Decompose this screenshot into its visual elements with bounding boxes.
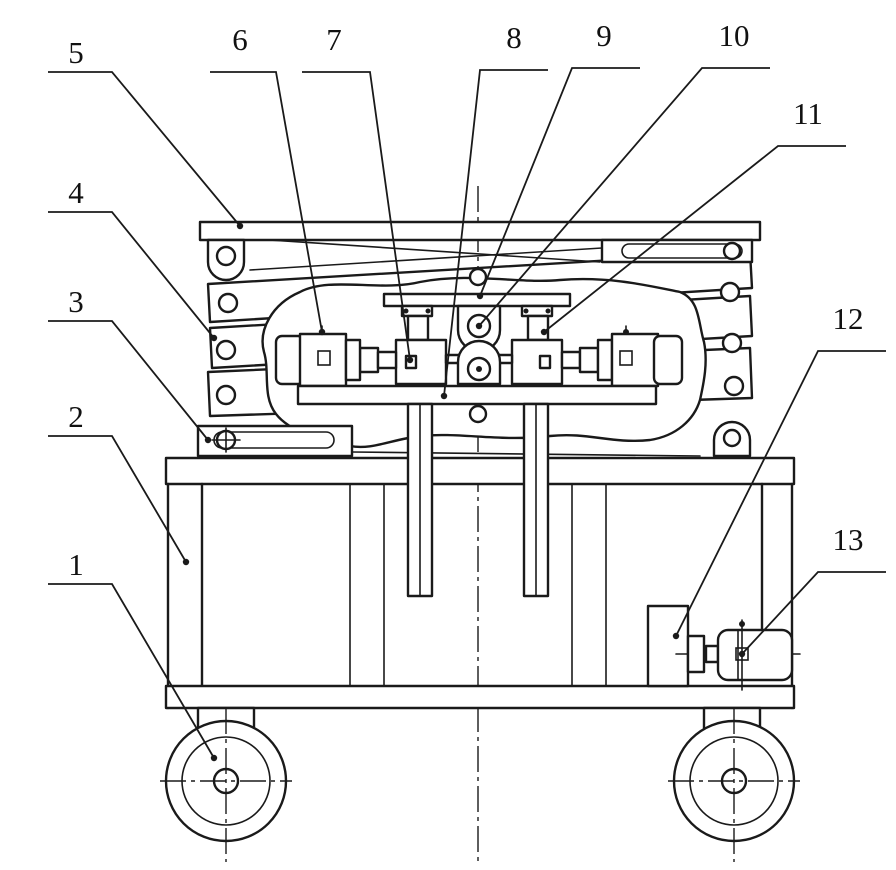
leader-6 [210, 71, 323, 333]
callout-labels: 1 2 3 4 5 6 7 8 9 10 11 12 13 [68, 18, 863, 582]
leader-8 [443, 69, 548, 397]
callout-7: 7 [326, 22, 342, 57]
callout-6: 6 [232, 22, 248, 57]
leader-13 [741, 571, 886, 655]
leader-5 [48, 71, 241, 227]
pump-and-motor-unit [646, 604, 801, 691]
leader-9 [479, 67, 640, 297]
leader-7 [302, 71, 411, 361]
leader-4 [48, 211, 215, 339]
leader-2 [48, 435, 187, 563]
callout-9: 9 [596, 18, 612, 53]
callout-12: 12 [833, 301, 864, 336]
wheel-right [668, 706, 800, 862]
wheel-left [160, 706, 292, 862]
callout-2: 2 [68, 399, 84, 434]
callout-5: 5 [68, 35, 84, 70]
leader-3 [48, 320, 209, 441]
callout-1: 1 [68, 547, 84, 582]
leader-10 [478, 67, 770, 327]
leader-12 [675, 350, 886, 637]
callout-13: 13 [833, 522, 864, 557]
leader-lines [48, 67, 886, 762]
base-frame [164, 402, 796, 710]
leader-1 [48, 583, 215, 759]
leader-11 [543, 145, 846, 333]
callout-8: 8 [506, 20, 522, 55]
callout-11: 11 [793, 96, 823, 131]
callout-3: 3 [68, 284, 84, 319]
lower-slide-rail [196, 420, 752, 458]
callout-4: 4 [68, 175, 84, 210]
top-platform [198, 220, 762, 282]
callout-10: 10 [719, 18, 750, 53]
